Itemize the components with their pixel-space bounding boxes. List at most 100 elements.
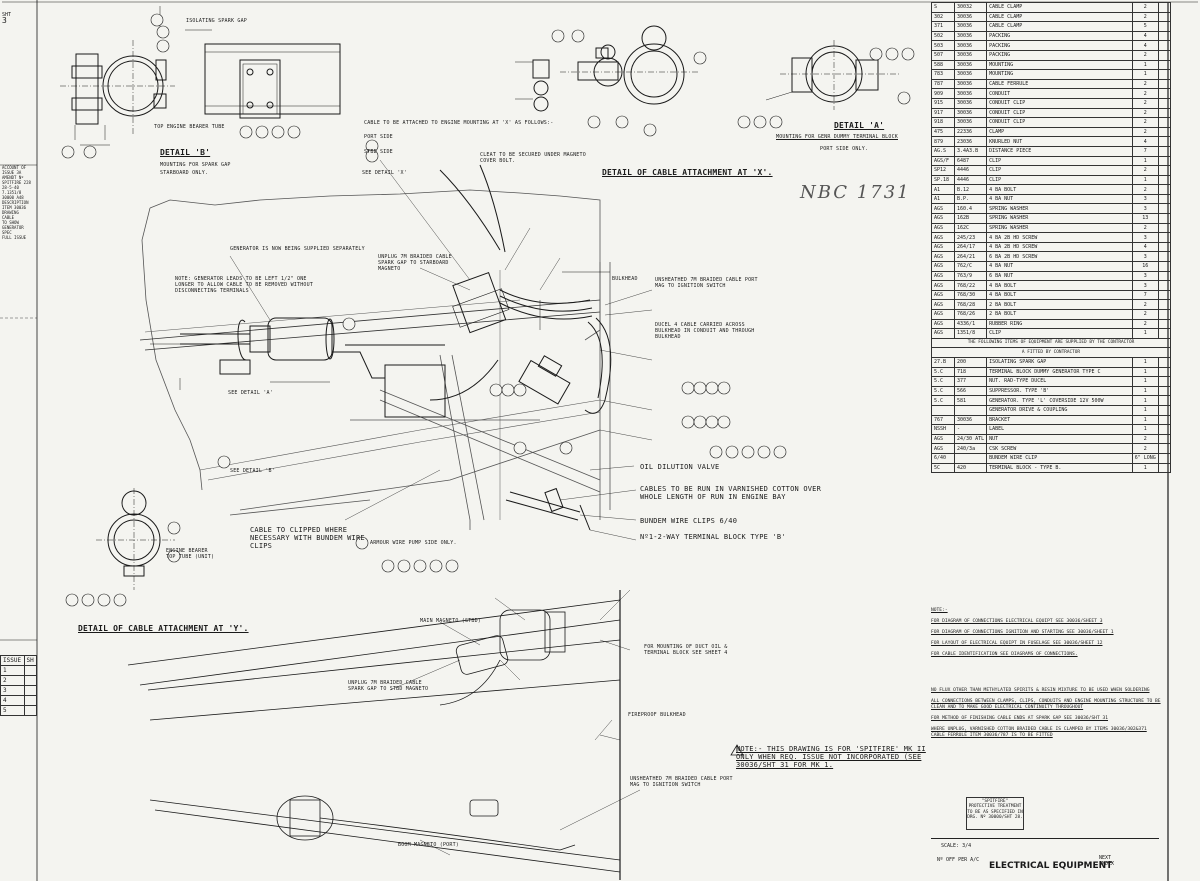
table-cell: 763/9 bbox=[954, 270, 988, 282]
note-item: FOR CABLE IDENTIFICATION SEE DIAGRAMS OF… bbox=[931, 652, 1078, 657]
table-cell: 5.C bbox=[930, 395, 956, 406]
table-cell bbox=[1157, 213, 1172, 224]
table-cell: 503 bbox=[930, 40, 956, 51]
table-cell: 5.C bbox=[930, 376, 956, 387]
table-cell: AGS bbox=[930, 299, 956, 310]
table-cell bbox=[1157, 270, 1172, 282]
table-cell bbox=[1157, 40, 1172, 51]
table-cell: 30036 bbox=[954, 88, 988, 99]
table-cell: TERMINAL BLOCK - TYPE B. bbox=[986, 462, 1133, 474]
spitfire-note: NOTE:- THIS DRAWING IS FOR 'SPITFIRE' MK… bbox=[736, 745, 926, 769]
table-cell bbox=[1157, 241, 1172, 253]
annotation: TOP ENGINE BEARER TUBE bbox=[154, 124, 225, 130]
next-label: NEXT bbox=[1099, 855, 1112, 861]
annotation: NOTE: GENERATOR LEADS TO BE LEFT 1/2" ON… bbox=[175, 276, 314, 294]
table-cell: AGS bbox=[930, 328, 956, 339]
issue-cell: 1 bbox=[0, 665, 25, 676]
table-note-row: THE FOLLOWING ITEMS OF EQUIPMENT ARE SUP… bbox=[931, 337, 1171, 349]
table-cell: 240/3a bbox=[954, 443, 988, 454]
table-cell bbox=[1157, 203, 1172, 215]
part-tags bbox=[61, 13, 915, 607]
table-cell: AGS bbox=[930, 433, 956, 445]
margin-note: FULL ISSUE bbox=[2, 235, 27, 240]
detail-y-drawing bbox=[96, 488, 175, 590]
table-cell: 264/21 bbox=[954, 251, 988, 263]
annotation: UNSHEATHED 7M BRAIDED CABLE PORT MAG TO … bbox=[655, 277, 758, 289]
table-cell: 30036 bbox=[954, 69, 988, 80]
table-cell bbox=[1157, 443, 1172, 454]
table-cell: 6 BA NUT bbox=[986, 270, 1133, 282]
table-note: A FITTED BY CONTRACTOR bbox=[931, 347, 1171, 358]
table-cell: 30036 bbox=[954, 59, 988, 71]
table-cell bbox=[1157, 174, 1172, 186]
annotation: BOOM MAGNETO (PORT) bbox=[398, 842, 459, 848]
table-cell: 1 bbox=[1131, 356, 1159, 368]
table-cell: 2 bbox=[1131, 11, 1159, 23]
table-cell: SP.18 bbox=[930, 174, 956, 186]
table-cell: 7 bbox=[1131, 289, 1159, 301]
table-cell: 245/23 bbox=[954, 232, 988, 243]
table-cell: 3 bbox=[1131, 270, 1159, 282]
annotation: ISOLATING SPARK GAP bbox=[186, 18, 247, 24]
table-cell: 160.4 bbox=[954, 203, 988, 215]
table-cell: 162B bbox=[954, 213, 988, 224]
table-cell: 1 bbox=[1131, 462, 1159, 474]
issue-cell: 4 bbox=[0, 695, 25, 706]
table-cell: 2 bbox=[1131, 299, 1159, 310]
table-cell bbox=[1157, 107, 1172, 119]
annotation: FIREPROOF BULKHEAD bbox=[628, 712, 686, 718]
table-cell bbox=[1157, 88, 1172, 99]
table-cell: 2 bbox=[1131, 318, 1159, 330]
sheet-label-text: SHT bbox=[2, 12, 12, 18]
detail-y-title: DETAIL OF CABLE ATTACHMENT AT 'Y'. bbox=[78, 624, 249, 633]
table-cell: 507 bbox=[930, 49, 956, 61]
table-cell: NUT. RAD-TYPE DUCEL bbox=[986, 376, 1133, 387]
table-cell: 4 BA NUT bbox=[986, 193, 1133, 205]
table-cell bbox=[1157, 404, 1172, 416]
table-cell: 917 bbox=[930, 107, 956, 119]
table-note-row: A FITTED BY CONTRACTOR bbox=[931, 347, 1171, 358]
table-cell: B.P. bbox=[954, 193, 988, 205]
issue-header: ISSUE bbox=[0, 655, 25, 666]
table-cell: 783 bbox=[930, 69, 956, 80]
table-cell: PACKING bbox=[986, 30, 1133, 42]
table-cell: 3 bbox=[1131, 203, 1159, 215]
detail-b-drawing bbox=[60, 6, 341, 146]
table-cell bbox=[1157, 385, 1172, 397]
table-cell bbox=[1157, 69, 1172, 80]
margin-note: CABLE bbox=[2, 215, 15, 220]
table-cell bbox=[1157, 414, 1172, 426]
table-cell: 5 bbox=[1131, 21, 1159, 32]
magneto-cluster bbox=[429, 164, 612, 531]
table-cell: 1 bbox=[1131, 385, 1159, 397]
table-cell: 22336 bbox=[954, 126, 988, 138]
table-cell: TERMINAL BLOCK DUMMY GENERATOR TYPE C bbox=[986, 366, 1133, 378]
lower-side-view bbox=[127, 590, 621, 880]
table-cell: 909 bbox=[930, 88, 956, 99]
annotation: DUCEL 4 CABLE CARRIED ACROSS BULKHEAD IN… bbox=[655, 322, 755, 340]
detail-b-subtitle: MOUNTING FOR SPARK GAP bbox=[160, 162, 231, 168]
table-cell: 4336/1 bbox=[954, 318, 988, 330]
table-cell bbox=[1157, 59, 1172, 71]
table-cell bbox=[1157, 424, 1172, 435]
annotation: GENERATOR IS NOW BEING SUPPLIED SEPARATE… bbox=[230, 246, 365, 252]
annotation: PORT SIDE bbox=[364, 134, 393, 140]
note-item: ALL CONNECTIONS BETWEEN CLAMPS, CLIPS, C… bbox=[931, 699, 1161, 710]
table-cell: 768/26 bbox=[954, 309, 988, 320]
table-cell: SUPPRESSOR. TYPE 'B' bbox=[986, 385, 1133, 397]
annotation: BUNDEM WIRE CLIPS 6/40 bbox=[640, 517, 738, 525]
table-cell: BUNDEM WIRE CLIP bbox=[986, 452, 1133, 464]
table-cell: SPRING WASHER bbox=[986, 213, 1133, 224]
annotation: OIL DILUTION VALVE bbox=[640, 463, 720, 471]
table-cell: AGS bbox=[930, 251, 956, 263]
